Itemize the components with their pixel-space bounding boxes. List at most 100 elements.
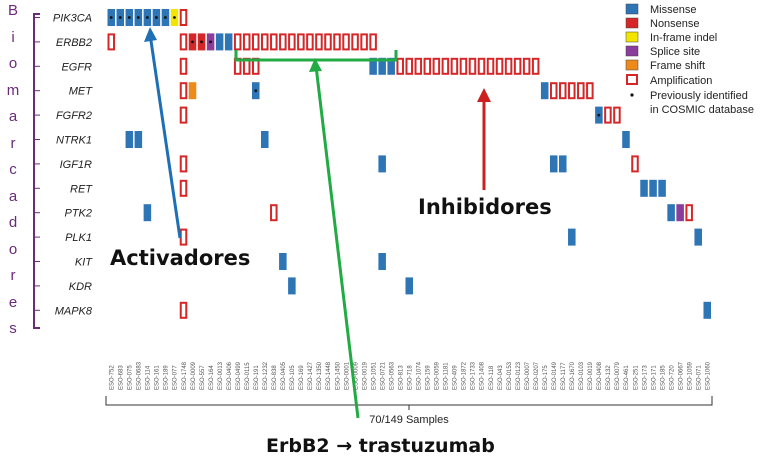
sample-label: ESO-1733	[471, 361, 477, 390]
cosmic-dot	[127, 16, 131, 19]
cell-amplification	[179, 106, 188, 124]
cell-amplification	[423, 57, 432, 75]
sample-label: ESO-0683	[137, 361, 143, 390]
sample-label: ESO-0013	[218, 361, 224, 390]
sample-label: ESO-0001	[344, 361, 350, 390]
cell-amplification	[486, 57, 495, 75]
sample-label: ESO-075	[128, 365, 134, 390]
cell-amplification	[233, 33, 242, 51]
cell-amplification	[251, 33, 260, 51]
sample-label: ESO-1450	[335, 361, 341, 390]
sample-label: ESO-1872	[462, 361, 468, 390]
cell-amplification	[531, 57, 540, 75]
sample-label: ESO-077	[173, 365, 179, 390]
gene-label-plk1: PLK1	[65, 232, 92, 244]
legend-amplification-label: Amplification	[650, 75, 712, 87]
cell-missense	[549, 155, 558, 173]
cell-amplification	[432, 57, 441, 75]
cell-missense	[378, 253, 386, 270]
activadores-label: Activadores	[110, 246, 250, 270]
sample-label: ESO-191	[254, 365, 260, 390]
sample-label: ESO-0115	[245, 362, 251, 390]
cell-amplification	[333, 33, 341, 51]
cell-amplification	[270, 33, 278, 51]
sample-label: ESO-683	[119, 365, 125, 390]
biomarker-bracket	[33, 13, 40, 329]
cell-amplification	[495, 57, 504, 75]
erbb2-bracket	[234, 50, 398, 62]
cell-missense	[378, 155, 386, 173]
gene-label-fgfr2: FGFR2	[56, 110, 92, 122]
gene-label-igf1r: IGF1R	[60, 159, 92, 171]
cell-amplification	[685, 204, 693, 222]
cell-amplification	[396, 57, 404, 75]
sample-label: ESO-0405	[281, 361, 287, 390]
cosmic-dot	[109, 16, 113, 19]
gene-label-ptk2: PTK2	[64, 208, 92, 220]
gene-labels: PIK3CAERBB2EGFRMETFGFR2NTRK1IGF1RRETPTK2…	[34, 13, 94, 317]
cell-amplification	[360, 33, 368, 51]
sample-label: ESO-557	[200, 365, 206, 390]
sample-label: ESO-159	[426, 365, 432, 390]
cell-amplification	[577, 82, 585, 100]
cell-amplification	[179, 301, 188, 319]
cell-splice	[676, 204, 684, 222]
gene-label-kit: KIT	[75, 257, 93, 269]
legend-cosmic-label-2: in COSMIC database	[650, 104, 754, 116]
cell-amplification	[441, 57, 450, 75]
side-label-letter: c	[9, 161, 17, 178]
cell-amplification	[242, 33, 251, 51]
cosmic-dot	[209, 40, 212, 44]
cell-missense	[649, 179, 657, 197]
sample-label: ESO-0079	[615, 361, 621, 390]
side-label-letter: s	[9, 320, 17, 337]
sample-label: ESO-043	[498, 365, 504, 390]
cell-amplification	[631, 155, 639, 173]
cell-amplification	[568, 82, 576, 100]
cosmic-dot	[191, 40, 194, 44]
gene-label-pik3ca: PIK3CA	[53, 13, 92, 25]
sample-label: ESO-0207	[534, 361, 540, 390]
cell-frameshift	[188, 82, 197, 100]
sample-label: ESO-0149	[552, 361, 558, 390]
cell-missense	[215, 33, 224, 51]
legend: Missense Nonsense In-frame indel Splice …	[625, 3, 754, 116]
cell-amplification	[179, 57, 188, 75]
sample-label: ESO-251	[633, 365, 639, 390]
erbb2-trastuzumab-label: ErbB2 → trastuzumab	[266, 435, 495, 457]
cosmic-dot	[200, 40, 203, 44]
side-label-letter: r	[10, 267, 16, 284]
activadores-arrowhead	[144, 27, 157, 42]
cell-amplification	[459, 57, 468, 75]
sample-label: ESO-164	[209, 365, 215, 390]
sample-label: ESO-1059	[687, 361, 693, 390]
cell-amplification	[179, 82, 188, 100]
cell-missense	[134, 131, 143, 148]
cell-amplification	[613, 106, 621, 124]
legend-cosmic-label-1: Previously identified	[650, 90, 748, 102]
sample-label: ESO-171	[651, 365, 657, 390]
gene-label-erbb2: ERBB2	[56, 37, 92, 49]
sample-label: ESO-1181	[444, 362, 450, 390]
cell-missense	[369, 57, 377, 75]
cell-amplification	[179, 228, 188, 246]
legend-splice-swatch	[625, 45, 639, 57]
cell-missense	[640, 179, 648, 197]
sample-label: ESO-718	[408, 365, 414, 390]
sample-label: ESO-173	[642, 365, 648, 390]
sample-label: ESO-0019	[362, 361, 368, 390]
cosmic-dot	[118, 16, 122, 19]
gene-label-met: MET	[69, 86, 94, 98]
sample-label: ESO-1670	[570, 361, 576, 390]
sample-label: ESO-118	[489, 365, 495, 390]
sample-label: ESO-169	[299, 365, 305, 390]
sample-label: ESO-0563	[389, 361, 395, 390]
legend-nonsense-swatch	[625, 17, 639, 29]
sample-label: ESO-0721	[380, 361, 386, 390]
sample-label: ESO-0499	[236, 361, 242, 390]
sample-label: ESO-1051	[371, 361, 377, 390]
samples-caption: 70/149 Samples	[369, 414, 449, 426]
cell-missense	[540, 82, 549, 100]
cell-missense	[658, 179, 666, 197]
